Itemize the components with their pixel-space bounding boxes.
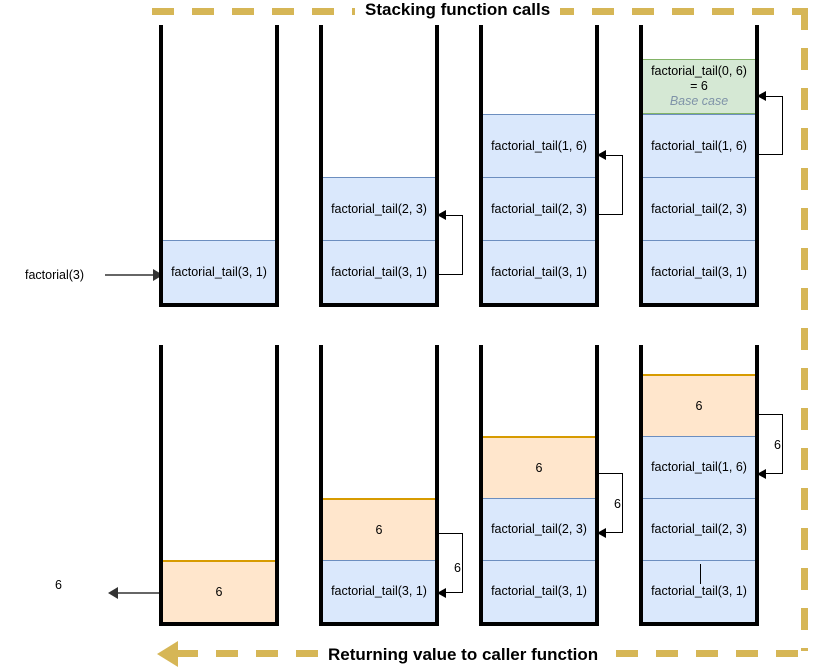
frame-label: factorial_tail(1, 6): [651, 138, 747, 153]
bottom-stack-3: 6 factorial_tail(2, 3) factorial_tail(3,…: [479, 345, 599, 626]
top-connector-2: [599, 155, 623, 215]
frame-label: factorial_tail(2, 3): [491, 201, 587, 216]
frame-label: factorial_tail(3, 1): [331, 584, 427, 598]
entry-arrowhead-icon: [153, 269, 163, 281]
stack-frame-cell: factorial_tail(3, 1): [483, 560, 595, 622]
return-value-cell: 6: [643, 374, 755, 436]
bottom-connector-1: [439, 533, 463, 593]
bottom-connector-2-arrowhead-icon: [597, 528, 606, 538]
return-value-cell: 6: [483, 436, 595, 498]
stack-frame-cell: factorial_tail(3, 1): [323, 560, 435, 622]
top-stack-3: factorial_tail(1, 6) factorial_tail(2, 3…: [479, 25, 599, 307]
stack-frame-cell: factorial_tail(2, 3): [643, 177, 755, 240]
banner-bottom-label: Returning value to caller function: [318, 645, 609, 665]
stack-frame-cell: factorial_tail(3, 1): [323, 240, 435, 303]
top-connector-3-arrowhead-icon: [757, 91, 766, 101]
stack-frame-cell: factorial_tail(3, 1): [643, 240, 755, 303]
frame-label: factorial_tail(2, 3): [651, 201, 747, 216]
frame-label: factorial_tail(3, 1): [171, 264, 267, 279]
frame-result: = 6: [690, 79, 708, 93]
bottom-connector-2: [599, 473, 623, 533]
exit-arrowhead-icon: [108, 587, 118, 599]
return-value-label: 6: [535, 460, 543, 475]
frame-label: factorial_tail(3, 1): [651, 264, 747, 279]
banner-top-label: Stacking function calls: [355, 0, 561, 20]
frame-label: factorial_tail(2, 3): [331, 201, 427, 216]
frame-label: factorial_tail(2, 3): [491, 522, 587, 536]
bottom-stack-2: 6 factorial_tail(3, 1): [319, 345, 439, 626]
bottom-stack-1: 6: [159, 345, 279, 626]
bottom-connector-3-label: 6: [774, 438, 781, 452]
stack-frame-cell-base-case: factorial_tail(0, 6) = 6 Base case: [643, 59, 755, 114]
top-stack-4: factorial_tail(0, 6) = 6 Base case facto…: [639, 25, 759, 307]
top-connector-1-arrowhead-icon: [437, 210, 446, 220]
dashed-path-right: [801, 8, 808, 651]
top-connector-2-arrowhead-icon: [597, 150, 606, 160]
bottom-connector-3: [759, 414, 783, 474]
exit-arrow-line: [118, 592, 160, 594]
flow-arrowhead-icon: [157, 641, 178, 667]
stack-frame-cell: factorial_tail(2, 3): [323, 177, 435, 240]
frame-label: factorial_tail(3, 1): [651, 584, 747, 598]
return-value-cell: 6: [323, 498, 435, 560]
top-connector-3: [759, 96, 783, 155]
entry-arrow-line: [105, 274, 155, 276]
return-value-label: 6: [215, 584, 223, 599]
frame-label: factorial_tail(1, 6): [491, 138, 587, 153]
stack-frame-cell: factorial_tail(2, 3): [483, 177, 595, 240]
stack-frame-cell: factorial_tail(2, 3): [483, 498, 595, 560]
top-stack-1: factorial_tail(3, 1): [159, 25, 279, 307]
exit-label: 6: [55, 578, 62, 592]
bottom-connector-1-arrowhead-icon: [437, 588, 446, 598]
base-case-note: Base case: [669, 94, 729, 108]
frame-label: factorial_tail(3, 1): [491, 264, 587, 279]
frame-label: factorial_tail(3, 1): [331, 264, 427, 279]
entry-label: factorial(3): [25, 268, 85, 282]
stack-frame-cell: factorial_tail(2, 3): [643, 498, 755, 560]
bottom-connector-2-label: 6: [614, 497, 621, 511]
frame-label: factorial_tail(0, 6): [651, 64, 747, 78]
frame-label: factorial_tail(2, 3): [651, 522, 747, 536]
stack-frame-cell: factorial_tail(1, 6): [483, 114, 595, 177]
top-connector-1: [439, 215, 463, 275]
stack-frame-cell: factorial_tail(1, 6): [643, 436, 755, 498]
bottom-stack-4-inner-tick: [700, 564, 701, 584]
stack-frame-cell: factorial_tail(3, 1): [643, 560, 755, 622]
bottom-stack-4: 6 factorial_tail(1, 6) factorial_tail(2,…: [639, 345, 759, 626]
return-value-cell: 6: [163, 560, 275, 622]
return-value-label: 6: [695, 398, 703, 413]
bottom-connector-3-arrowhead-icon: [757, 469, 766, 479]
stack-frame-cell: factorial_tail(3, 1): [483, 240, 595, 303]
stack-frame-cell: factorial_tail(3, 1): [163, 240, 275, 303]
return-value-label: 6: [375, 522, 383, 537]
stack-frame-cell: factorial_tail(1, 6): [643, 114, 755, 177]
bottom-connector-1-label: 6: [454, 561, 461, 575]
frame-label: factorial_tail(3, 1): [491, 584, 587, 598]
frame-label: factorial_tail(1, 6): [651, 460, 747, 474]
top-stack-2: factorial_tail(2, 3) factorial_tail(3, 1…: [319, 25, 439, 307]
